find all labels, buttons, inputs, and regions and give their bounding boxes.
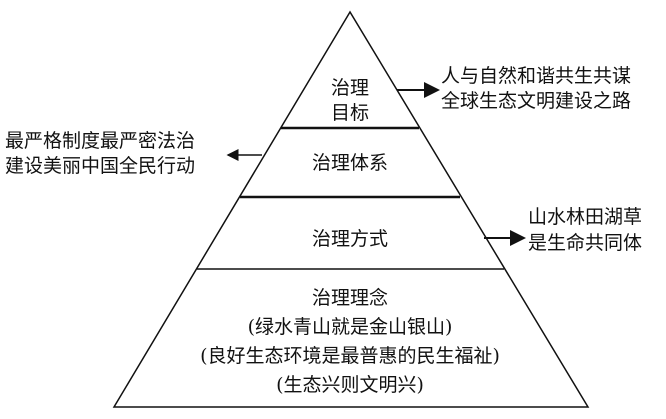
concept-line1: (绿水青山就是金山银山) <box>248 316 453 338</box>
system-label: 治理体系 <box>312 152 388 174</box>
concept-line2: (良好生态环境是最普惠的民生福祉) <box>200 345 500 367</box>
goal-annotation-line2: 全球生态文明建设之路 <box>441 90 631 112</box>
method-annotation-line2: 是生命共同体 <box>528 232 642 254</box>
system-annotation-line1: 最严格制度最严密法治 <box>5 130 195 152</box>
concept-title: 治理理念 <box>312 286 388 309</box>
method-label: 治理方式 <box>312 228 388 250</box>
concept-line3: (生态兴则文明兴) <box>276 374 424 396</box>
method-annotation-line1: 山水林田湖草 <box>528 206 642 228</box>
system-annotation-line2: 建设美丽中国全民行动 <box>5 155 195 177</box>
pyramid-outline <box>112 10 590 408</box>
goal-annotation-line1: 人与自然和谐共生共谋 <box>441 65 631 87</box>
goal-label-line2: 目标 <box>331 102 369 124</box>
goal-label-line1: 治理 <box>331 77 369 99</box>
